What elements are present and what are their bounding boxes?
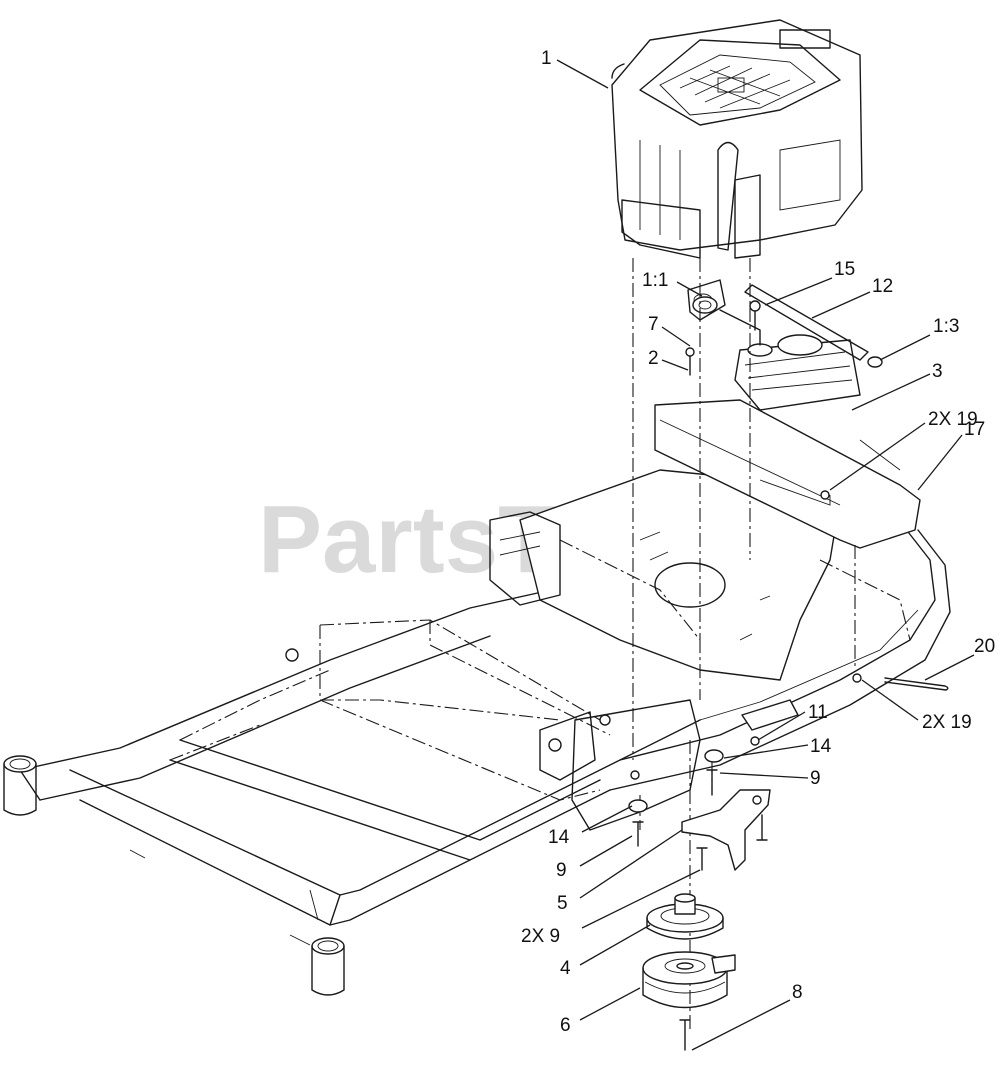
callout-2x19-bottom[interactable]: 2X 19 (922, 712, 972, 733)
rod-20 (884, 677, 949, 691)
callout-12[interactable]: 12 (872, 276, 893, 297)
callout-5[interactable]: 5 (557, 893, 568, 914)
callout-17[interactable]: 17 (964, 419, 985, 440)
muffler (734, 334, 861, 411)
alignment-lines (632, 258, 856, 1030)
callout-15[interactable]: 15 (834, 259, 855, 280)
callout-9-left[interactable]: 9 (556, 860, 567, 881)
engine-pulley (646, 893, 724, 940)
callout-2[interactable]: 2 (648, 348, 659, 369)
callout-6[interactable]: 6 (560, 1015, 571, 1036)
callout-14-left[interactable]: 14 (548, 827, 570, 848)
pto-clutch (642, 951, 736, 1051)
callout-2x9[interactable]: 2X 9 (521, 926, 560, 947)
callout-8[interactable]: 8 (792, 982, 803, 1003)
callout-1-1[interactable]: 1:1 (642, 270, 668, 291)
callout-14-right[interactable]: 14 (810, 736, 832, 757)
callouts: 1 15 12 1:1 7 1:3 2 3 2X 19 17 20 2X 19 … (521, 48, 995, 1051)
spacers (628, 736, 760, 871)
under-frame-hidden-lines (319, 619, 601, 721)
callout-11[interactable]: 11 (808, 702, 828, 723)
engine (611, 19, 863, 259)
fasteners-top (685, 300, 862, 683)
deck-pto-hole (654, 562, 726, 608)
frame-front-rail (69, 719, 701, 896)
gasket (692, 296, 718, 314)
frame-left-plate (489, 511, 561, 606)
callout-9-right[interactable]: 9 (810, 768, 821, 789)
callout-1[interactable]: 1 (541, 48, 552, 69)
callout-1-3[interactable]: 1:3 (933, 316, 959, 337)
callout-3[interactable]: 3 (932, 361, 943, 382)
caster-mount-left (3, 755, 37, 816)
callout-7[interactable]: 7 (648, 314, 659, 335)
callout-20[interactable]: 20 (974, 636, 995, 657)
engine-mount-bracket (681, 789, 771, 871)
mount-plate-rear (741, 699, 799, 731)
caster-mount-right (311, 937, 345, 996)
frame-assembly (3, 469, 951, 996)
frame-right-plate (571, 699, 701, 831)
callout-4[interactable]: 4 (560, 958, 571, 979)
callout-2x19-top[interactable]: 2X 19 (928, 409, 978, 430)
